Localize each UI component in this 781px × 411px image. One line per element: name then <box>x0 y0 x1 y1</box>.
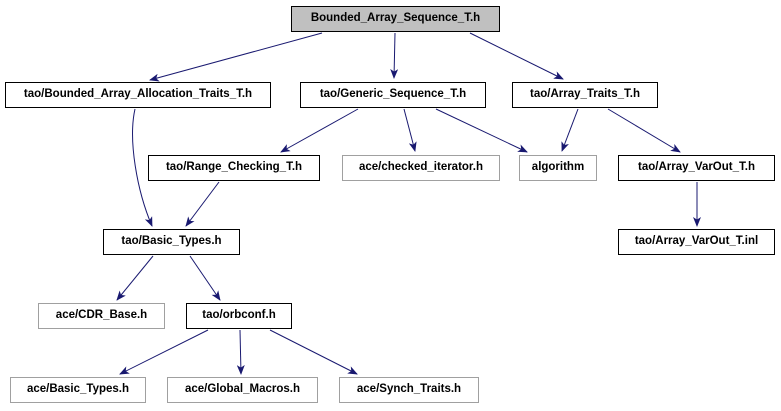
node-label: algorithm <box>531 161 585 174</box>
node-range_checking[interactable]: tao/Range_Checking_T.h <box>148 155 320 181</box>
node-array_varout_inl[interactable]: tao/Array_VarOut_T.inl <box>618 229 775 255</box>
node-label: Bounded_Array_Sequence_T.h <box>310 12 481 25</box>
node-cdr_base[interactable]: ace/CDR_Base.h <box>38 303 165 329</box>
node-label: tao/Bounded_Array_Allocation_Traits_T.h <box>23 88 253 101</box>
node-basic_types_tao[interactable]: tao/Basic_Types.h <box>103 229 240 255</box>
edge-array_traits-to-array_varout_h <box>607 108 681 153</box>
node-label: tao/Array_Traits_T.h <box>530 88 640 101</box>
node-array_traits[interactable]: tao/Array_Traits_T.h <box>512 82 658 108</box>
edge-root-to-alloc_traits <box>149 32 323 82</box>
edge-generic_sequence-to-range_checking <box>280 108 359 153</box>
node-root[interactable]: Bounded_Array_Sequence_T.h <box>291 6 500 32</box>
node-basic_types_ace[interactable]: ace/Basic_Types.h <box>10 377 146 403</box>
edge-orbconf-to-basic_types_ace <box>119 329 209 375</box>
node-label: tao/Array_VarOut_T.inl <box>634 235 759 248</box>
node-label: ace/Global_Macros.h <box>184 383 301 396</box>
edge-range_checking-to-basic_types_tao <box>185 181 220 227</box>
edge-basic_types_tao-to-cdr_base <box>116 255 154 301</box>
node-synch_traits[interactable]: ace/Synch_Traits.h <box>339 377 479 403</box>
edge-orbconf-to-global_macros <box>236 329 245 375</box>
edge-array_traits-to-algorithm <box>561 108 579 152</box>
node-label: tao/Range_Checking_T.h <box>165 161 303 174</box>
node-global_macros[interactable]: ace/Global_Macros.h <box>167 377 318 403</box>
edge-orbconf-to-synch_traits <box>269 329 358 375</box>
node-label: ace/Synch_Traits.h <box>356 383 462 396</box>
node-orbconf[interactable]: tao/orbconf.h <box>186 303 292 329</box>
node-algorithm[interactable]: algorithm <box>519 155 597 181</box>
edge-root-to-generic_sequence <box>390 32 399 79</box>
node-alloc_traits[interactable]: tao/Bounded_Array_Allocation_Traits_T.h <box>5 82 271 108</box>
node-label: tao/Basic_Types.h <box>121 235 222 248</box>
node-array_varout_h[interactable]: tao/Array_VarOut_T.h <box>618 155 775 181</box>
node-label: tao/Generic_Sequence_T.h <box>319 88 467 101</box>
node-label: ace/CDR_Base.h <box>55 309 148 322</box>
edge-generic_sequence-to-checked_iterator <box>403 108 417 152</box>
node-label: ace/checked_iterator.h <box>358 161 483 174</box>
edge-basic_types_tao-to-orbconf <box>189 255 221 301</box>
node-generic_sequence[interactable]: tao/Generic_Sequence_T.h <box>300 82 486 108</box>
edge-root-to-array_traits <box>469 32 564 80</box>
node-label: tao/orbconf.h <box>202 309 276 322</box>
node-label: tao/Array_VarOut_T.h <box>638 161 755 174</box>
edge-generic_sequence-to-algorithm <box>435 108 528 153</box>
node-label: ace/Basic_Types.h <box>26 383 130 396</box>
node-checked_iterator[interactable]: ace/checked_iterator.h <box>342 155 500 181</box>
